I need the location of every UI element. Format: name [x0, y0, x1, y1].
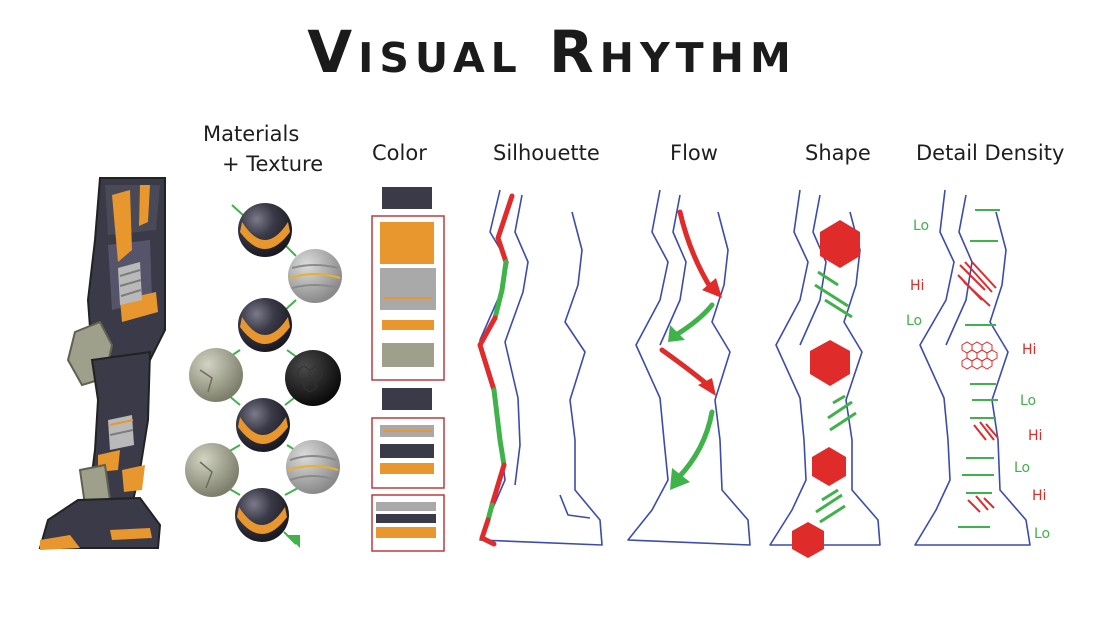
density-tag-left-1: Lo [913, 218, 930, 234]
page-title: Visual Rhythm [307, 18, 797, 86]
flow-leg-outline [627, 189, 751, 546]
materials-subheader: + Texture [222, 152, 324, 176]
sphere-sage-1 [189, 348, 243, 402]
hexagon-2 [810, 340, 850, 386]
hexagon-3 [812, 447, 846, 486]
stripe-group-1 [814, 270, 853, 319]
sphere-gray-striped-1 [288, 249, 342, 303]
density-marks [957, 209, 1000, 528]
sphere-black-hex [285, 350, 341, 406]
material-spheres [185, 203, 342, 548]
density-tag-right-2: Lo [1020, 393, 1037, 409]
hexagon-1 [820, 220, 860, 268]
sphere-sage-2 [185, 443, 239, 497]
sphere-gray-striped-2 [286, 440, 340, 494]
color-group-frame-1 [371, 215, 445, 381]
stripe-group-2 [827, 394, 857, 432]
materials-header: Materials [203, 122, 300, 146]
density-tag-right-4: Lo [1014, 460, 1031, 476]
density-tag-right-3: Hi [1028, 428, 1043, 444]
shape-leg-outline [769, 189, 881, 546]
hexagon-4 [792, 522, 824, 558]
color-group-frame-2 [371, 417, 445, 489]
color-header: Color [372, 141, 427, 165]
density-tag-left-3: Lo [906, 313, 923, 329]
density-tag-right-1: Hi [1022, 342, 1037, 358]
sphere-dark-orange-1 [238, 203, 292, 257]
armor-leg-painting [38, 177, 166, 550]
silhouette-header: Silhouette [493, 141, 600, 165]
density-tag-right-5: Hi [1032, 488, 1047, 504]
color-group-frame-3 [371, 494, 445, 552]
color-swatches [371, 187, 445, 552]
sphere-dark-orange-3 [236, 398, 290, 452]
shape-header: Shape [805, 141, 871, 165]
stripe-group-3 [815, 488, 846, 524]
density-tag-right-6: Lo [1034, 526, 1051, 542]
flow-arrows [659, 209, 722, 490]
shape-markers [792, 220, 860, 558]
flow-header: Flow [670, 141, 718, 165]
detail-density-header: Detail Density [916, 141, 1065, 165]
silhouette-highlights [477, 193, 515, 547]
sphere-dark-orange-4 [235, 488, 289, 542]
sphere-dark-orange-2 [238, 298, 292, 352]
density-tag-left-2: Hi [910, 278, 925, 294]
density-leg-outline [914, 189, 1031, 546]
